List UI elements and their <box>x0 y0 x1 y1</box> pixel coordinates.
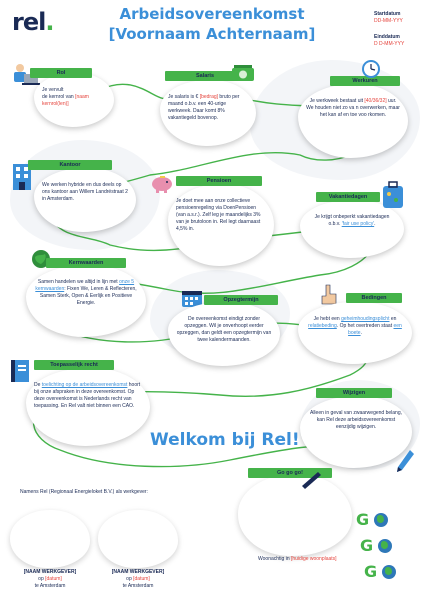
wijzigen-card: Alleen in geval van zwaarwegend belang, … <box>300 396 412 468</box>
employer-signature-area-1[interactable] <box>10 510 90 568</box>
law-book-icon <box>11 360 29 382</box>
kantoor-tag: Kantoor <box>28 160 112 170</box>
employer-signature-area-2[interactable] <box>98 510 178 568</box>
gogo-tag: Go go go! <box>248 468 332 478</box>
employer-signature-1-caption: [NAAM WERKGEVER]op [datum]te Amsterdam <box>23 569 77 589</box>
welcome-heading: Welkom bij Rel! <box>150 430 300 450</box>
office-icon <box>13 164 31 190</box>
wijzigen-tag: Wijzigen <box>316 388 392 398</box>
person-laptop-icon <box>14 64 40 85</box>
werkuren-card: Je werkweek bestaat uit [40/36/32] uur. … <box>298 84 408 158</box>
werkuren-tag: Werkuren <box>330 76 400 86</box>
kernwaarden-card: Samen handelen we altijd in lijn met onz… <box>26 265 146 337</box>
page-title: Arbeidsovereenkomst <box>119 5 305 23</box>
go-letter: G <box>360 536 374 555</box>
bedingen-card: Je hebt een geheimhoudingsplicht en rela… <box>298 302 412 364</box>
boete-link[interactable]: een boete <box>348 323 402 336</box>
salaris-card: Je salaris is € [bedrag] bruto per maand… <box>160 80 256 146</box>
employee-name-placeholder: [Voornaam Achternaam] <box>108 25 316 43</box>
toepasselijk-recht-tag: Toepasselijk recht <box>34 360 114 370</box>
vakantiedagen-card: Je krijgt onbeperkt vakantiedagen o.b.v.… <box>300 200 404 258</box>
kernwaarden-link[interactable]: onze 5 kernwaarden <box>35 279 135 292</box>
go-letter: G <box>364 562 378 581</box>
geheimhoudingsplicht-link[interactable]: geheimhoudingsplicht <box>341 316 390 322</box>
start-date: Startdatum DD-MM-YYY <box>374 11 403 24</box>
opzegtermijn-tag: Opzegtermijn <box>204 295 278 305</box>
end-date: Einddatum D D-MM-YYY <box>374 34 405 47</box>
globe-icon <box>378 539 392 553</box>
employer-statement: Namens Rel (Regionaal Energieloket B.V.)… <box>20 489 148 495</box>
rol-tag: Rol <box>30 68 92 78</box>
vakantiedagen-tag: Vakantiedagen <box>316 192 380 202</box>
toepasselijk-recht-card: De toelichting op de arbeidsovereenkomst… <box>26 368 150 446</box>
piggy-bank-icon <box>152 176 172 193</box>
woonplaats-line: Woonachtig in [huidige woonplaats] <box>258 556 337 562</box>
pensioen-card: Je doet mee aan onze collectieve pensioe… <box>168 184 274 266</box>
toelichting-link[interactable]: toelichting op de arbeidsovereenkomst <box>41 382 128 388</box>
kernwaarden-tag: Kernwaarden <box>46 258 126 268</box>
globe-icon <box>374 513 388 527</box>
kantoor-card: We werken hybride en dus deels op ons ka… <box>34 168 136 232</box>
opzegtermijn-card: De overeenkomst eindigt zonder opzeggen.… <box>168 302 280 366</box>
employee-signature-area[interactable] <box>238 474 352 556</box>
suitcase-icon <box>383 181 403 208</box>
pen-icon <box>397 450 414 472</box>
money-icon <box>232 65 254 81</box>
bedingen-tag: Bedingen <box>346 293 402 303</box>
globe-icon <box>32 250 50 268</box>
salaris-tag: Salaris <box>165 71 245 81</box>
pensioen-tag: Pensioen <box>176 176 262 186</box>
pen-icon <box>302 472 321 489</box>
go-letter: G <box>356 510 370 529</box>
relatiebeding-link[interactable]: relatiebeding <box>308 323 337 329</box>
fair-use-policy-link[interactable]: 'fair use policy' <box>341 221 375 227</box>
rel-logo: rel. <box>12 8 54 36</box>
globe-icon <box>382 565 396 579</box>
calendar-icon <box>182 291 202 307</box>
clock-icon <box>362 60 380 78</box>
employer-signature-2-caption: [NAAM WERKGEVER]op [datum]te Amsterdam <box>111 569 165 589</box>
